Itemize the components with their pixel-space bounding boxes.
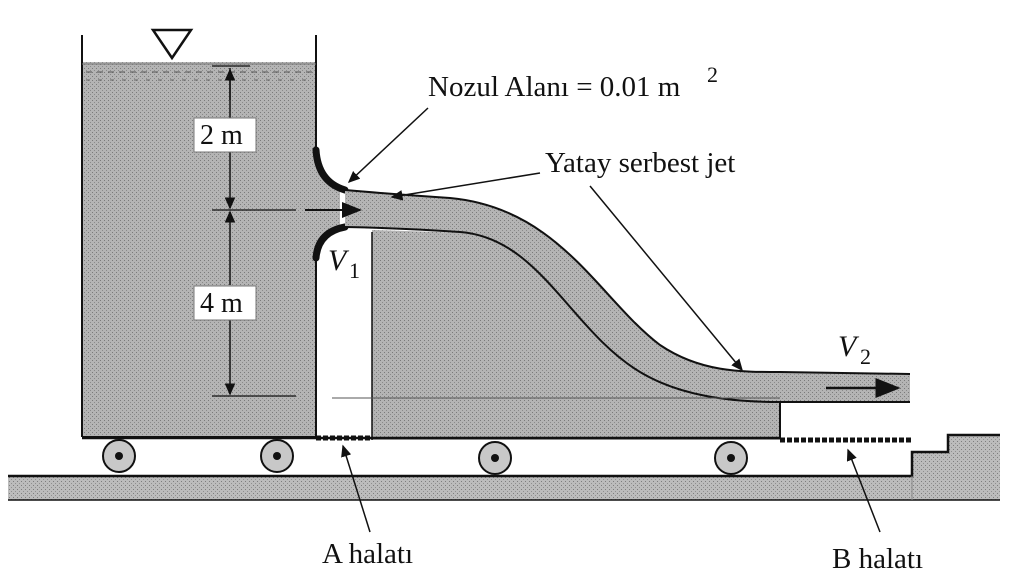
wheels (102, 439, 748, 475)
jet-leader (390, 172, 541, 201)
cable-a-leader (341, 444, 371, 533)
cable-b-label: B halatı (832, 543, 923, 575)
ground (8, 433, 1000, 501)
nozzle (312, 146, 349, 262)
v2-label: V (838, 330, 860, 363)
free-jet-label: Yatay serbest jet (545, 147, 735, 179)
v1-label: V (328, 244, 350, 277)
wheel (260, 439, 294, 473)
cable-a-label: A halatı (322, 538, 413, 570)
jet-leader-2 (589, 185, 743, 372)
wheel (478, 441, 512, 475)
free-jet (345, 190, 910, 402)
wheel (714, 441, 748, 475)
free-surface-triangle-icon (150, 28, 194, 61)
nozzle-leader (347, 107, 429, 184)
v1-subscript: 1 (349, 258, 360, 283)
nozzle-area-superscript: 2 (707, 62, 718, 87)
cable-b-leader (846, 448, 881, 533)
dimension-lines (212, 65, 296, 397)
nozzle-area-label: Nozul Alanı = 0.01 m (428, 71, 681, 103)
depth-2m-label: 2 m (200, 120, 243, 151)
depth-4m-label: 4 m (200, 288, 243, 319)
v2-subscript: 2 (860, 344, 871, 369)
tank (81, 35, 340, 438)
cart-base (82, 402, 781, 440)
wheel (102, 439, 136, 473)
